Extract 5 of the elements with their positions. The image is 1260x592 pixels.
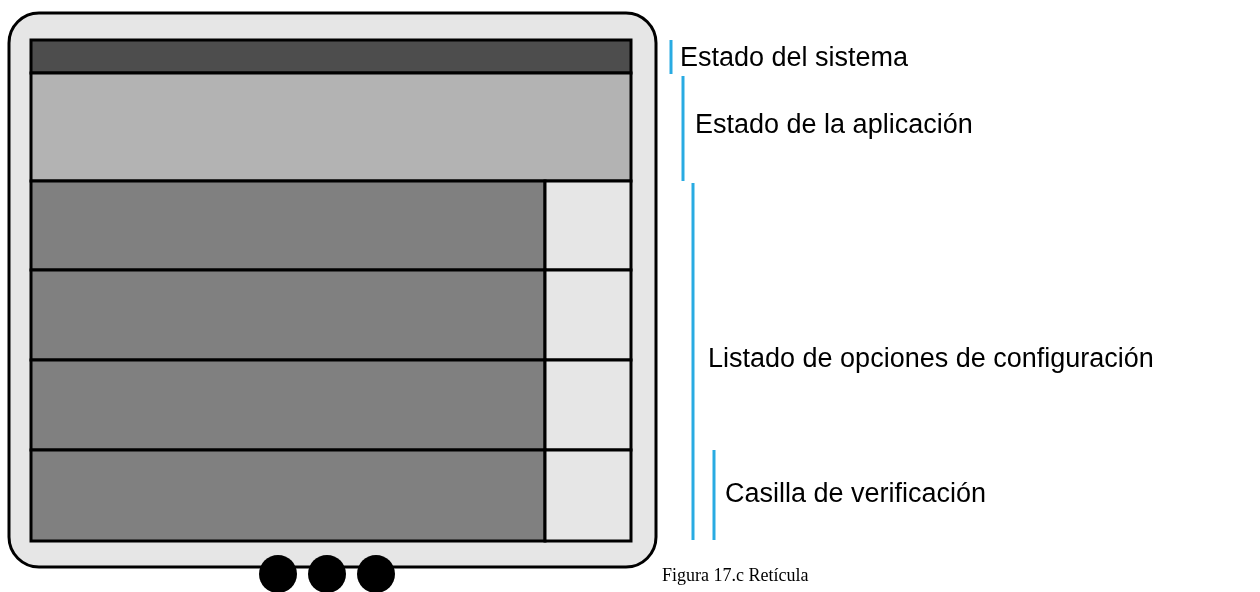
annotation-label: Casilla de verificación [725,480,987,507]
annotation-label: Estado de la aplicación [695,111,973,138]
annotation-label: Estado del sistema [680,44,909,71]
figure-caption: Figura 17.c Retícula [662,566,809,584]
annotation-label: Listado de opciones de configuración [708,345,1154,372]
